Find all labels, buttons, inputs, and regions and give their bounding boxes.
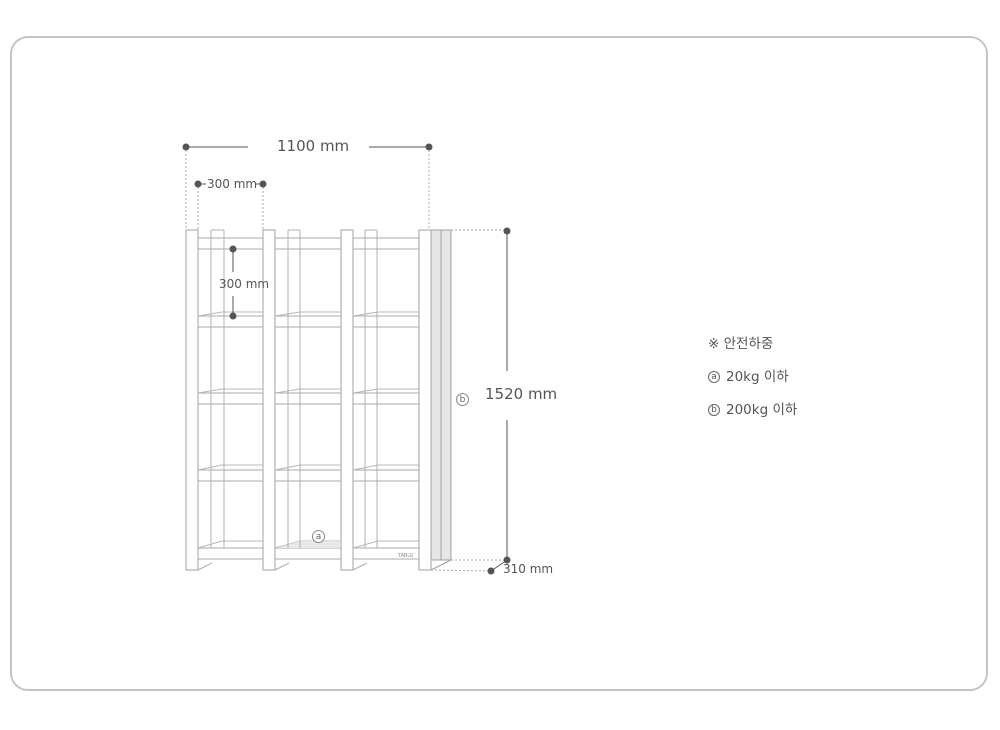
depth-label: 310 mm bbox=[503, 562, 554, 576]
shelf-a-highlight bbox=[277, 541, 340, 548]
shelf-spacing-dimension bbox=[229, 245, 237, 320]
shelves bbox=[197, 237, 420, 560]
legend-title: ※ 안전하중 bbox=[708, 336, 774, 352]
svg-text:TABLE: TABLE bbox=[398, 553, 414, 559]
column-width-label: 300 mm bbox=[207, 177, 258, 191]
marker-b-icon: b bbox=[708, 404, 720, 416]
legend-item-b: b 200kg 이하 bbox=[708, 402, 797, 435]
column-width-dimension bbox=[194, 180, 267, 188]
shelf-marker-a: a bbox=[312, 530, 325, 543]
shelf-spacing-label: 300 mm bbox=[219, 277, 270, 291]
front-posts bbox=[185, 229, 354, 571]
post-marker-b: b bbox=[456, 393, 469, 406]
total-width-label: 1100 mm bbox=[277, 137, 350, 155]
legend-item-a: a 20kg 이하 bbox=[708, 369, 797, 402]
marker-a-icon: a bbox=[708, 371, 720, 383]
diagram-frame bbox=[10, 36, 988, 691]
safe-load-legend: ※ 안전하중 a 20kg 이하 b 200kg 이하 bbox=[708, 336, 797, 435]
depth-dimension bbox=[487, 559, 508, 575]
height-label: 1520 mm bbox=[485, 385, 558, 403]
side-post-b bbox=[418, 229, 452, 571]
